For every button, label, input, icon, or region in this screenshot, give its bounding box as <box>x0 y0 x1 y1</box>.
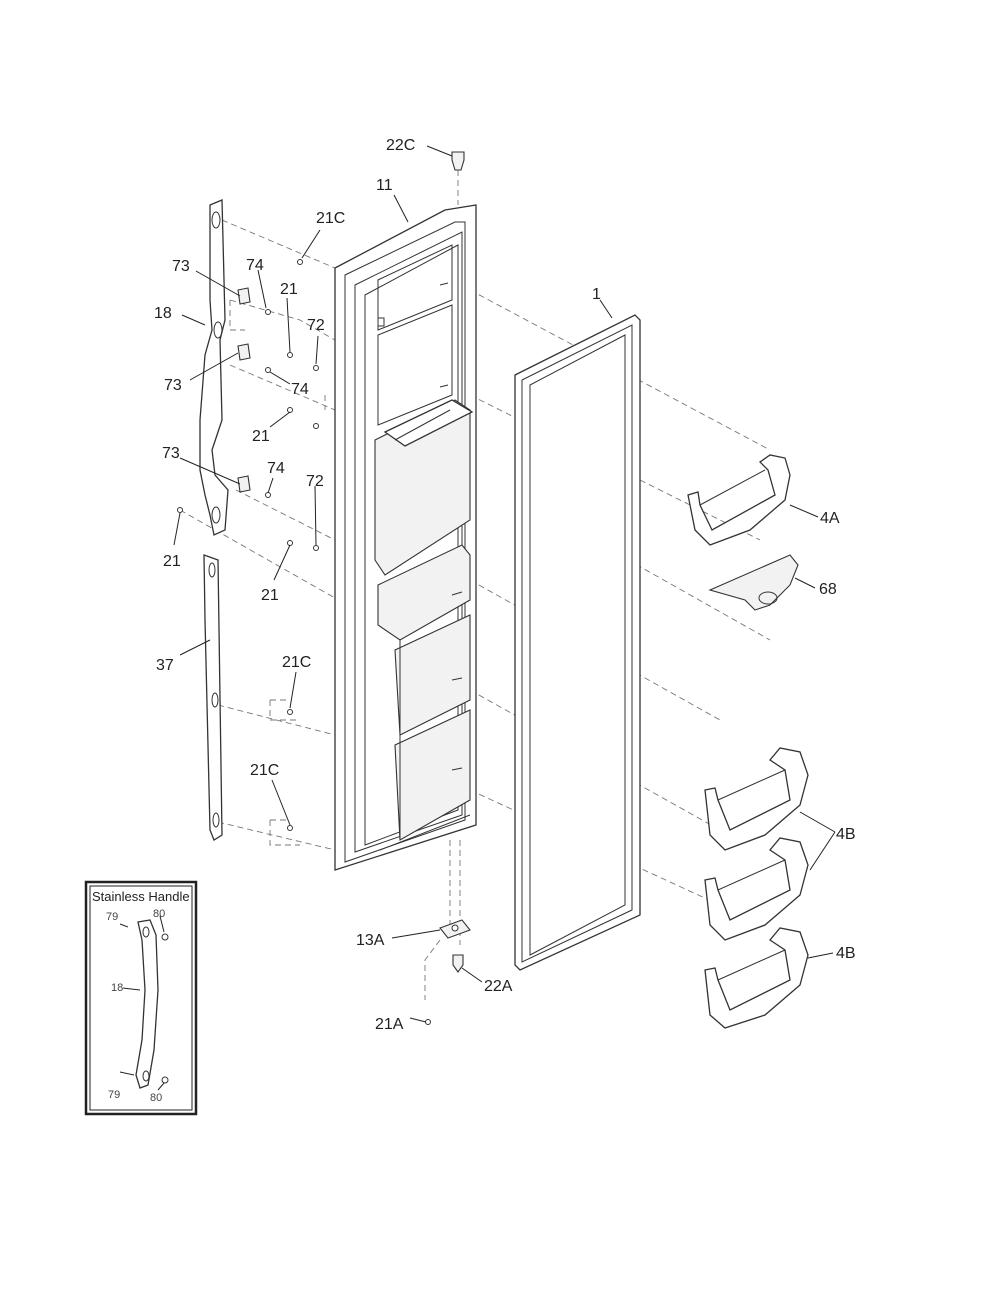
screws <box>177 259 431 1025</box>
inset-label-18: 18 <box>111 982 123 994</box>
callout-21c-top: 21C <box>316 210 345 227</box>
callout-74-a: 74 <box>246 257 264 274</box>
callout-21-d: 21 <box>261 587 279 604</box>
callout-73-a: 73 <box>172 258 190 275</box>
callout-74-c: 74 <box>267 460 285 477</box>
door-gasket <box>514 314 641 971</box>
pin-22c <box>451 151 465 171</box>
callout-labels: 22C 11 21C 73 74 21 18 72 73 74 21 73 74… <box>154 137 856 1033</box>
callout-74-b: 74 <box>291 381 309 398</box>
callout-18: 18 <box>154 305 172 322</box>
callout-21-c: 21 <box>163 553 181 570</box>
callout-21a: 21A <box>375 1016 404 1033</box>
callout-72-a: 72 <box>307 317 325 334</box>
stainless-handle-inset: Stainless Handle 79 80 18 79 80 <box>84 880 198 1116</box>
callout-4b-a: 4B <box>836 826 856 843</box>
callout-21c-mid: 21C <box>282 654 311 671</box>
handle-lower <box>203 554 223 841</box>
hinge-parts <box>439 919 471 973</box>
door-bins <box>687 454 809 1029</box>
door-assembly <box>334 204 477 871</box>
inset-title: Stainless Handle <box>92 889 190 904</box>
callout-37: 37 <box>156 657 174 674</box>
leader-lines <box>173 145 836 1023</box>
callout-4a: 4A <box>820 510 840 527</box>
callout-21c-low: 21C <box>250 762 279 779</box>
callout-73-b: 73 <box>164 377 182 394</box>
inset-label-79-bot: 79 <box>108 1089 120 1101</box>
callout-73-c: 73 <box>162 445 180 462</box>
handle-clips <box>237 287 251 493</box>
callout-21-b: 21 <box>252 428 270 445</box>
callout-21-a: 21 <box>280 281 298 298</box>
inset-label-80-bot: 80 <box>150 1092 162 1104</box>
callout-11: 11 <box>376 177 393 194</box>
callout-1: 1 <box>592 286 601 303</box>
callout-72-b: 72 <box>306 473 324 490</box>
callout-22a: 22A <box>484 978 513 995</box>
inset-label-80-top: 80 <box>153 908 165 920</box>
callout-4b-b: 4B <box>836 945 856 962</box>
callout-68: 68 <box>819 581 837 598</box>
callout-13a: 13A <box>356 932 385 949</box>
callout-22c: 22C <box>386 137 415 154</box>
inset-label-79-top: 79 <box>106 911 118 923</box>
handle-upper <box>199 199 229 536</box>
